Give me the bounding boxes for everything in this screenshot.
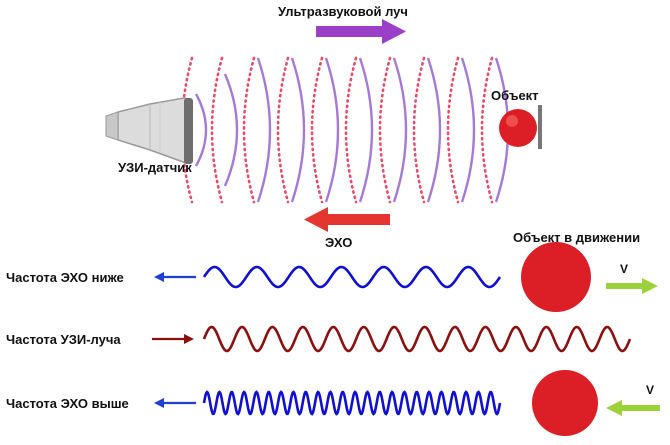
velocity-arrow-receding-shaft <box>606 283 642 289</box>
beam-label: Ультразвуковой луч <box>278 4 408 19</box>
frequency-wave <box>202 390 502 416</box>
solid-wavefront <box>358 57 374 203</box>
outgoing-arrow-head <box>154 272 164 282</box>
solid-wavefront <box>324 57 340 203</box>
ultrasound-probe-icon <box>105 97 193 164</box>
dotted-wavefront <box>446 56 460 204</box>
dotted-wavefront <box>276 56 290 204</box>
moving-object-label: Объект в движении <box>513 230 641 245</box>
dotted-wavefront <box>378 56 392 204</box>
dotted-wavefront <box>344 56 358 204</box>
solid-wavefront <box>290 57 306 203</box>
incoming-arrow-head <box>184 334 194 344</box>
target-object-icon <box>499 105 542 149</box>
dotted-wavefront <box>480 56 494 204</box>
moving-object-approaching <box>532 370 598 436</box>
echo-direction-arrow <box>304 207 390 232</box>
outgoing-arrow-head <box>154 398 164 408</box>
dotted-wavefront <box>412 56 426 204</box>
velocity-arrow-approaching-shaft <box>622 405 660 411</box>
frequency-wave <box>202 325 632 353</box>
echo-label: ЭХО <box>325 235 353 250</box>
row-label-higher-echo: Частота ЭХО выше <box>6 396 129 411</box>
dotted-wavefront <box>210 56 224 204</box>
moving-object-receding <box>521 242 591 312</box>
row-label-lower-echo: Частота ЭХО ниже <box>6 270 124 285</box>
probe-label: УЗИ-датчик <box>118 160 192 175</box>
dotted-wavefront <box>310 56 324 204</box>
object-label: Объект <box>491 88 539 103</box>
frequency-rows <box>152 242 660 436</box>
beam-arrow-head <box>382 19 406 44</box>
dotted-wavefront <box>180 56 194 204</box>
solid-wavefront <box>223 73 239 187</box>
beam-arrow-shaft <box>316 26 382 37</box>
solid-wavefront <box>194 93 208 167</box>
velocity-label-approaching: V <box>646 383 655 397</box>
echo-arrow-head <box>304 207 328 232</box>
velocity-arrow-receding-head <box>642 278 658 294</box>
beam-direction-arrow <box>316 19 406 44</box>
solid-wavefront <box>256 57 272 203</box>
solid-wavefront <box>392 57 408 203</box>
frequency-wave <box>202 265 502 289</box>
velocity-arrow-approaching-head <box>606 400 622 416</box>
solid-wavefront <box>426 57 442 203</box>
ultrasound-wavefronts <box>180 56 510 204</box>
echo-arrow-shaft <box>328 214 390 225</box>
dotted-wavefront <box>242 56 256 204</box>
velocity-label-receding: V <box>620 262 629 276</box>
solid-wavefront <box>460 57 476 203</box>
row-label-beam-frequency: Частота УЗИ-луча <box>6 332 121 347</box>
